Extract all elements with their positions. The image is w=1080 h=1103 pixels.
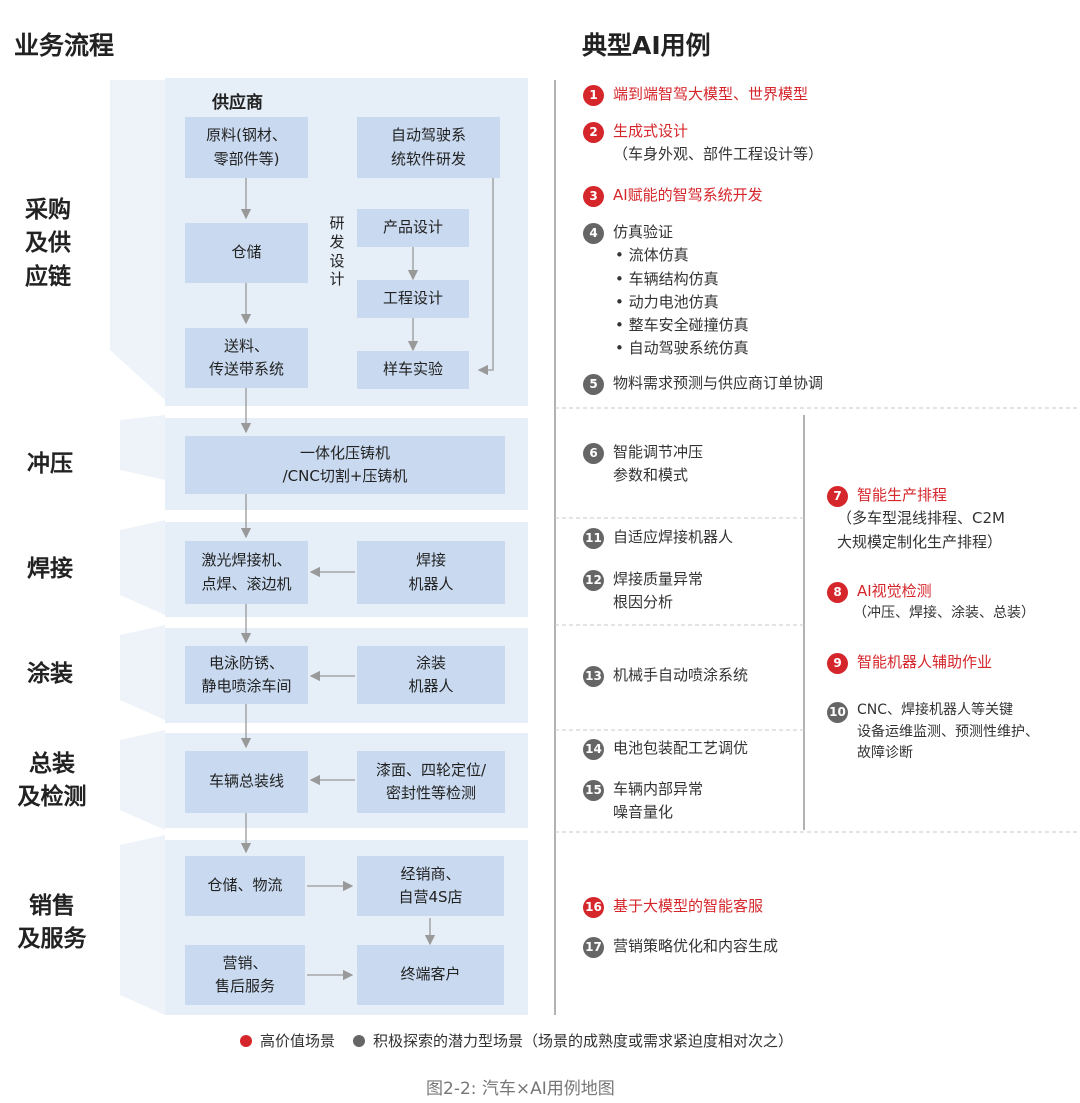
- use-case-9: 9 智能机器人辅助作业: [827, 651, 992, 674]
- supplier-title: 供应商: [212, 93, 263, 113]
- badge-10: 10: [827, 702, 848, 723]
- rd-label: 研 发 设 计: [329, 214, 345, 289]
- use-case-6: 6 智能调节冲压 参数和模式: [583, 441, 703, 488]
- badge-3: 3: [583, 186, 604, 207]
- bullet-item: • 流体仿真: [615, 246, 689, 265]
- use-case-14: 14 电池包装配工艺调优: [583, 737, 748, 760]
- badge-8: 8: [827, 582, 848, 603]
- use-case-13: 13 机械手自动喷涂系统: [583, 664, 748, 687]
- bullet-item: • 自动驾驶系统仿真: [615, 339, 749, 358]
- use-case-8-text: AI视觉检测: [857, 582, 932, 600]
- badge-11: 11: [583, 528, 604, 549]
- use-case-7-text: 智能生产排程: [857, 486, 948, 504]
- use-case-9-text: 智能机器人辅助作业: [857, 653, 993, 671]
- use-case-11: 11 自适应焊接机器人: [583, 526, 733, 549]
- stage-stamping: 冲压: [27, 451, 73, 477]
- legend-high-dot: [240, 1034, 252, 1047]
- use-case-2: 2 生成式设计 （车身外观、部件工程设计等）: [583, 120, 823, 167]
- welding-robot-box: 焊接 机器人: [357, 541, 505, 604]
- use-case-15: 15 车辆内部异常 噪音量化: [583, 778, 703, 825]
- use-case-16-text: 基于大模型的智能客服: [613, 897, 764, 915]
- use-case-3: 3 AI赋能的智驾系统开发: [583, 184, 763, 207]
- use-case-6-text: 智能调节冲压 参数和模式: [613, 443, 704, 485]
- use-case-2-text: 生成式设计: [613, 122, 689, 140]
- assembly-line-box: 车辆总装线: [185, 751, 308, 813]
- badge-5: 5: [583, 374, 604, 395]
- badge-15: 15: [583, 780, 604, 801]
- use-case-4: 4 仿真验证 • 流体仿真 • 车辆结构仿真 • 动力电池仿真 • 整车安全碰撞…: [583, 221, 749, 361]
- painting-robot-box: 涂装 机器人: [357, 646, 505, 704]
- use-case-17: 17 营销策略优化和内容生成: [583, 935, 778, 958]
- badge-7: 7: [827, 486, 848, 507]
- logistics-box: 仓储、物流: [185, 856, 305, 916]
- divider-lines: [554, 80, 1080, 1015]
- legend-potential-dot: [353, 1034, 366, 1047]
- use-case-12-text: 焊接质量异常 根因分析: [613, 570, 704, 612]
- use-case-5-text: 物料需求预测与供应商订单协调: [613, 374, 824, 392]
- ai-cases-heading: 典型AI用例: [582, 31, 711, 60]
- use-case-8: 8 AI视觉检测 （冲压、焊接、涂装、总装）: [827, 580, 1035, 625]
- dealers-box: 经销商、 自营4S店: [357, 856, 504, 916]
- engineering-design-box: 工程设计: [357, 280, 469, 318]
- use-case-12: 12 焊接质量异常 根因分析: [583, 568, 703, 615]
- storage-box: 仓储: [185, 223, 308, 283]
- badge-9: 9: [827, 653, 848, 674]
- use-case-8-sub: （冲压、焊接、涂装、总装）: [853, 605, 1035, 622]
- badge-13: 13: [583, 666, 604, 687]
- badge-6: 6: [583, 443, 604, 464]
- use-case-10-text: CNC、焊接机器人等关键 设备运维监测、预测性维护、 故障诊断: [857, 702, 1039, 762]
- marketing-box: 营销、 售后服务: [185, 945, 305, 1005]
- badge-17: 17: [583, 937, 604, 958]
- legend: 高价值场景 积极探索的潜力型场景（场景的成熟度或需求紧迫度相对次之）: [240, 1030, 793, 1051]
- welding-machines-box: 激光焊接机、 点焊、滚边机: [185, 541, 308, 604]
- use-case-2-sub: （车身外观、部件工程设计等）: [613, 145, 824, 164]
- use-case-16: 16 基于大模型的智能客服: [583, 895, 763, 918]
- badge-14: 14: [583, 739, 604, 760]
- badge-1: 1: [583, 85, 604, 106]
- stage-welding: 焊接: [27, 556, 73, 582]
- stage-painting: 涂装: [27, 661, 73, 687]
- ad-software-box: 自动驾驶系 统软件研发: [357, 117, 500, 178]
- customer-box: 终端客户: [357, 945, 504, 1005]
- stage-sales: 销售 及服务: [17, 893, 87, 953]
- use-case-14-text: 电池包装配工艺调优: [613, 739, 749, 757]
- use-case-13-text: 机械手自动喷涂系统: [613, 666, 749, 684]
- bullet-item: • 动力电池仿真: [615, 292, 719, 311]
- process-heading: 业务流程: [14, 31, 115, 60]
- badge-4: 4: [583, 223, 604, 244]
- use-case-1: 1 端到端智驾大模型、世界模型: [583, 83, 808, 106]
- legend-high-label: 高价值场景: [260, 1032, 336, 1050]
- bullet-item: • 整车安全碰撞仿真: [615, 316, 749, 334]
- badge-16: 16: [583, 897, 604, 918]
- flow-arrows: [240, 178, 494, 981]
- use-case-7: 7 智能生产排程 （多车型混线排程、C2M 大规模定制化生产排程）: [827, 484, 1005, 554]
- raw-material-box: 原料(钢材、 零部件等): [185, 117, 308, 178]
- use-case-10: 10 CNC、焊接机器人等关键 设备运维监测、预测性维护、 故障诊断: [827, 700, 1039, 765]
- use-case-11-text: 自适应焊接机器人: [613, 528, 734, 546]
- inspection-box: 漆面、四轮定位/ 密封性等检测: [357, 751, 505, 813]
- product-design-box: 产品设计: [357, 209, 469, 247]
- stage-procurement: 采购 及供 应链: [25, 197, 71, 290]
- figure-caption: 图2-2: 汽车×AI用例地图: [426, 1079, 615, 1099]
- painting-workshop-box: 电泳防锈、 静电喷涂车间: [185, 646, 308, 704]
- use-case-1-text: 端到端智驾大模型、世界模型: [613, 85, 809, 103]
- use-case-15-text: 车辆内部异常 噪音量化: [613, 780, 704, 822]
- bullet-item: • 车辆结构仿真: [615, 269, 719, 288]
- legend-potential-label: 积极探索的潜力型场景（场景的成熟度或需求紧迫度相对次之）: [373, 1032, 794, 1050]
- stage-assembly: 总装 及检测: [17, 751, 87, 811]
- use-case-17-text: 营销策略优化和内容生成: [613, 937, 779, 955]
- badge-12: 12: [583, 570, 604, 591]
- use-case-4-text: 仿真验证: [613, 223, 674, 241]
- use-case-5: 5 物料需求预测与供应商订单协调: [583, 372, 823, 395]
- prototype-test-box: 样车实验: [357, 351, 469, 389]
- use-case-3-text: AI赋能的智驾系统开发: [613, 186, 763, 204]
- badge-2: 2: [583, 122, 604, 143]
- stage-wedges: [110, 80, 165, 1015]
- die-casting-box: 一体化压铸机 /CNC切割+压铸机: [185, 436, 505, 494]
- feeding-box: 送料、 传送带系统: [185, 328, 308, 388]
- use-case-7-sub: （多车型混线排程、C2M 大规模定制化生产排程）: [837, 509, 1005, 551]
